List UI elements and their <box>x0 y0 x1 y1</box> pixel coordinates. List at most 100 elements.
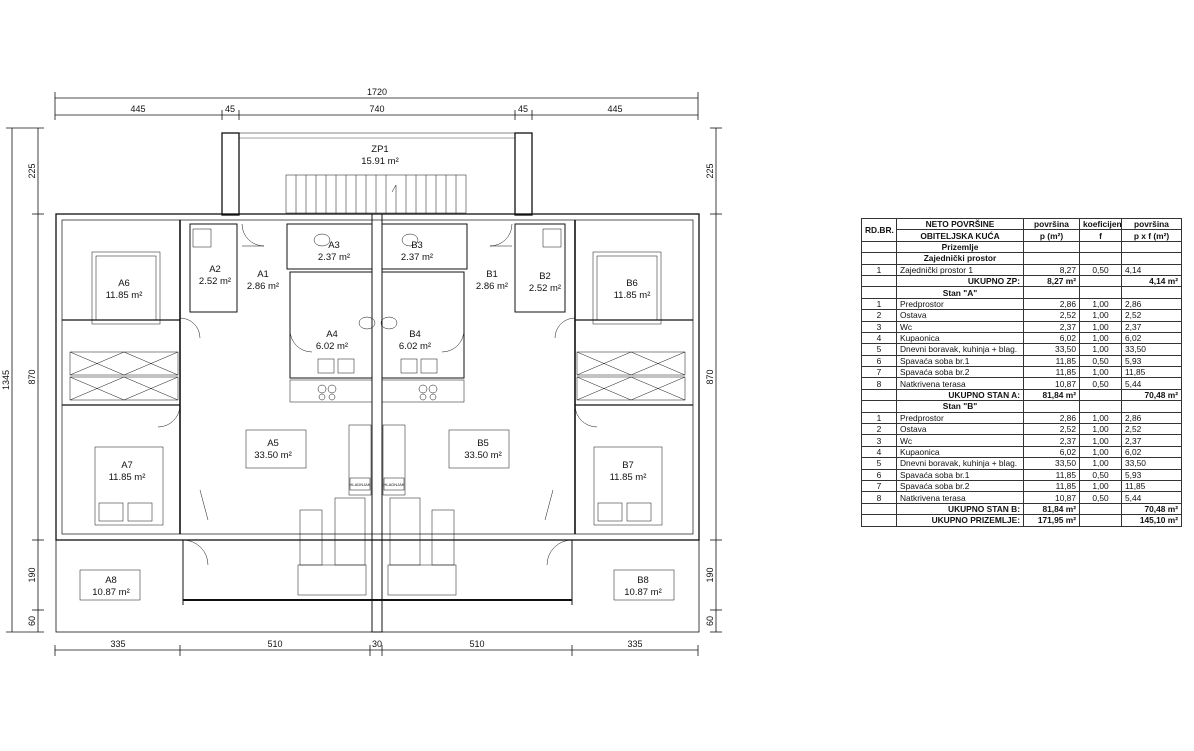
grand-total-pf: 145,10 m² <box>1121 514 1182 527</box>
room-a6-id: A6 <box>118 278 130 289</box>
row-num: 5 <box>861 457 897 470</box>
row-name: Dnevni boravak, kuhinja + blag. <box>896 457 1024 470</box>
grand-total-p: 171,95 m² <box>1023 514 1080 527</box>
dim-top-1: 445 <box>130 104 145 114</box>
dim-bottom-5: 335 <box>627 639 642 649</box>
row-num: 1 <box>861 263 897 276</box>
row-f: 1,00 <box>1079 343 1122 356</box>
dim-bottom-3: 30 <box>372 639 382 649</box>
row-name: Wc <box>896 434 1024 447</box>
dim-left-4: 60 <box>27 616 37 626</box>
dim-bottom-4: 510 <box>469 639 484 649</box>
room-a4-area: 6.02 m² <box>316 341 348 352</box>
row-f: 1,00 <box>1079 320 1122 333</box>
row-pf: 2,86 <box>1121 411 1182 425</box>
room-a3-id: A3 <box>328 240 340 251</box>
row-p: 11,85 <box>1023 468 1080 482</box>
total-b-label: UKUPNO STAN B: <box>896 502 1024 516</box>
row-name: Predprostor <box>896 297 1024 311</box>
row-pf: 5,44 <box>1121 377 1182 390</box>
row-pf: 11,85 <box>1121 366 1182 379</box>
row-pf: 11,85 <box>1121 479 1182 493</box>
room-b4-area: 6.02 m² <box>399 341 431 352</box>
room-a1-area: 2.86 m² <box>247 281 279 292</box>
total-zp-label: UKUPNO ZP: <box>896 274 1024 288</box>
room-b1-id: B1 <box>486 269 498 280</box>
dim-left-3: 190 <box>27 567 37 582</box>
row-f: 0,50 <box>1079 377 1122 390</box>
row-f: 1,00 <box>1079 423 1122 436</box>
row-pf: 5,93 <box>1121 468 1182 482</box>
row-p: 10,87 <box>1023 491 1080 504</box>
row-p: 11,85 <box>1023 354 1080 368</box>
room-b7-area: 11.85 m² <box>610 472 647 483</box>
room-b5-area: 33.50 m² <box>464 450 502 461</box>
row-num: 3 <box>861 434 897 447</box>
row-p: 6,02 <box>1023 331 1080 345</box>
row-f: 1,00 <box>1079 366 1122 379</box>
dim-bottom-2: 510 <box>267 639 282 649</box>
total-zp-p: 8,27 m² <box>1023 274 1080 288</box>
appliance-label-b: HLADNJAK <box>384 482 405 487</box>
row-pf: 6,02 <box>1121 331 1182 345</box>
room-a2-id: A2 <box>209 264 221 275</box>
row-pf: 2,52 <box>1121 423 1182 436</box>
row-p: 33,50 <box>1023 343 1080 356</box>
row-f: 1,00 <box>1079 309 1122 322</box>
row-num: 8 <box>861 491 897 504</box>
table-row: 1 Zajednički prostor 1 8,27 0,50 4,14 <box>861 263 1182 276</box>
room-a3-area: 2.37 m² <box>318 252 350 263</box>
room-a4-id: A4 <box>326 329 338 340</box>
row-name: Natkrivena terasa <box>896 491 1024 504</box>
row-p: 2,37 <box>1023 320 1080 333</box>
dim-top-3: 740 <box>369 104 384 114</box>
row-name: Spavaća soba br.1 <box>896 354 1024 368</box>
row-num: 6 <box>861 468 897 482</box>
section-zajednicki: Zajednički prostor <box>896 252 1024 265</box>
net-area-table: RD.BR. NETO POVRŠINE površina koeficijen… <box>861 217 1182 527</box>
row-f: 0,50 <box>1079 468 1122 482</box>
row-f: 1,00 <box>1079 479 1122 493</box>
row-p: 33,50 <box>1023 457 1080 470</box>
room-a6-area: 11.85 m² <box>106 290 143 301</box>
row-p: 2,86 <box>1023 411 1080 425</box>
row-pf: 2,37 <box>1121 320 1182 333</box>
row-num: 8 <box>861 377 897 390</box>
row-num: 1 <box>861 297 897 311</box>
row-name: Ostava <box>896 309 1024 322</box>
col-rd-br: RD.BR. <box>861 218 897 242</box>
row-f: 0,50 <box>1079 263 1122 276</box>
room-b4-id: B4 <box>409 329 421 340</box>
row-f: 1,00 <box>1079 411 1122 425</box>
row-p: 11,85 <box>1023 479 1080 493</box>
row-pf: 33,50 <box>1121 343 1182 356</box>
row-name: Kupaonica <box>896 331 1024 345</box>
row-pf: 33,50 <box>1121 457 1182 470</box>
row-num: 7 <box>861 366 897 379</box>
row-name: Spavaća soba br.1 <box>896 468 1024 482</box>
dim-right-3: 190 <box>705 567 715 582</box>
row-pf: 5,93 <box>1121 354 1182 368</box>
floor-plan: 1720 445 45 740 45 445 335 510 30 510 33… <box>1 87 722 656</box>
row-num: 4 <box>861 445 897 459</box>
row-f: 1,00 <box>1079 445 1122 459</box>
dim-left-1: 225 <box>27 163 37 178</box>
total-a-p: 81,84 m² <box>1023 388 1080 402</box>
row-num: 6 <box>861 354 897 368</box>
total-a-pf: 70,48 m² <box>1121 388 1182 402</box>
row-f: 1,00 <box>1079 457 1122 470</box>
room-a1-id: A1 <box>257 269 269 280</box>
room-b2-area: 2.52 m² <box>529 283 561 294</box>
row-pf: 2,52 <box>1121 309 1182 322</box>
total-b-p: 81,84 m² <box>1023 502 1080 516</box>
row-p: 2,52 <box>1023 309 1080 322</box>
row-name: Ostava <box>896 423 1024 436</box>
